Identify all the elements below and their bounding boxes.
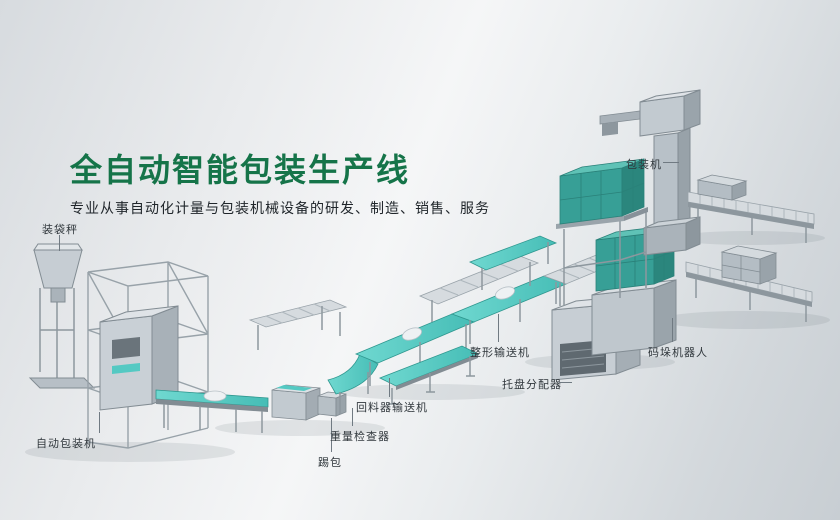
conveyor-belt-upper: [468, 235, 558, 290]
cargo-stack-upper: [556, 158, 648, 306]
callout-shaping-conveyor: 整形输送机: [470, 347, 530, 359]
conveyor-right-far: [685, 245, 813, 322]
leader-pallet-dispenser: [559, 382, 572, 383]
conveyor-rollers-back-left: [248, 299, 348, 350]
leader-bagging-scale: [59, 235, 60, 251]
machine-bagging-scale: [28, 243, 96, 389]
conveyor-incline: [354, 313, 476, 386]
page-subtitle: 专业从事自动化计量与包装机械设备的研发、制造、销售、服务: [70, 200, 490, 216]
conveyor-shaping: [450, 275, 568, 344]
conveyor-return-feeder: [379, 345, 479, 405]
leader-shaping-conveyor: [498, 314, 499, 342]
callout-weight-checker: 重量检查器: [330, 431, 390, 443]
callout-return-feeder-conveyor: 回料器输送机: [356, 402, 428, 414]
callout-packaging-machine: 包装机: [626, 159, 662, 171]
leader-weight-checker: [352, 408, 353, 426]
machine-palletizer: [591, 279, 677, 356]
leader-palletizing-robot: [672, 318, 673, 342]
conveyor-rollers-back: [418, 255, 540, 322]
conveyor-outfeed: [155, 389, 269, 433]
callout-palletizing-robot: 码垛机器人: [648, 347, 708, 359]
callout-kick-bag: 踢包: [318, 457, 342, 469]
leader-kick-bag: [331, 418, 332, 452]
machine-auto-packer: [87, 261, 209, 449]
leader-return-feeder-conveyor: [389, 378, 390, 397]
leader-packaging-machine: [663, 162, 679, 163]
callout-bagging-scale: 装袋秤: [42, 224, 78, 236]
machine-kick-bag: [317, 391, 347, 417]
page-title: 全自动智能包装生产线: [70, 152, 411, 189]
machine-packer-column: [599, 89, 701, 256]
leader-auto-packaging-machine: [99, 412, 100, 433]
conveyor-right-top: [687, 174, 815, 243]
machine-weight-checker: [271, 384, 321, 421]
callout-pallet-dispenser: 托盘分配器: [502, 379, 562, 391]
conveyor-curve: [327, 353, 379, 414]
callout-auto-packaging-machine: 自动包装机: [36, 438, 96, 450]
